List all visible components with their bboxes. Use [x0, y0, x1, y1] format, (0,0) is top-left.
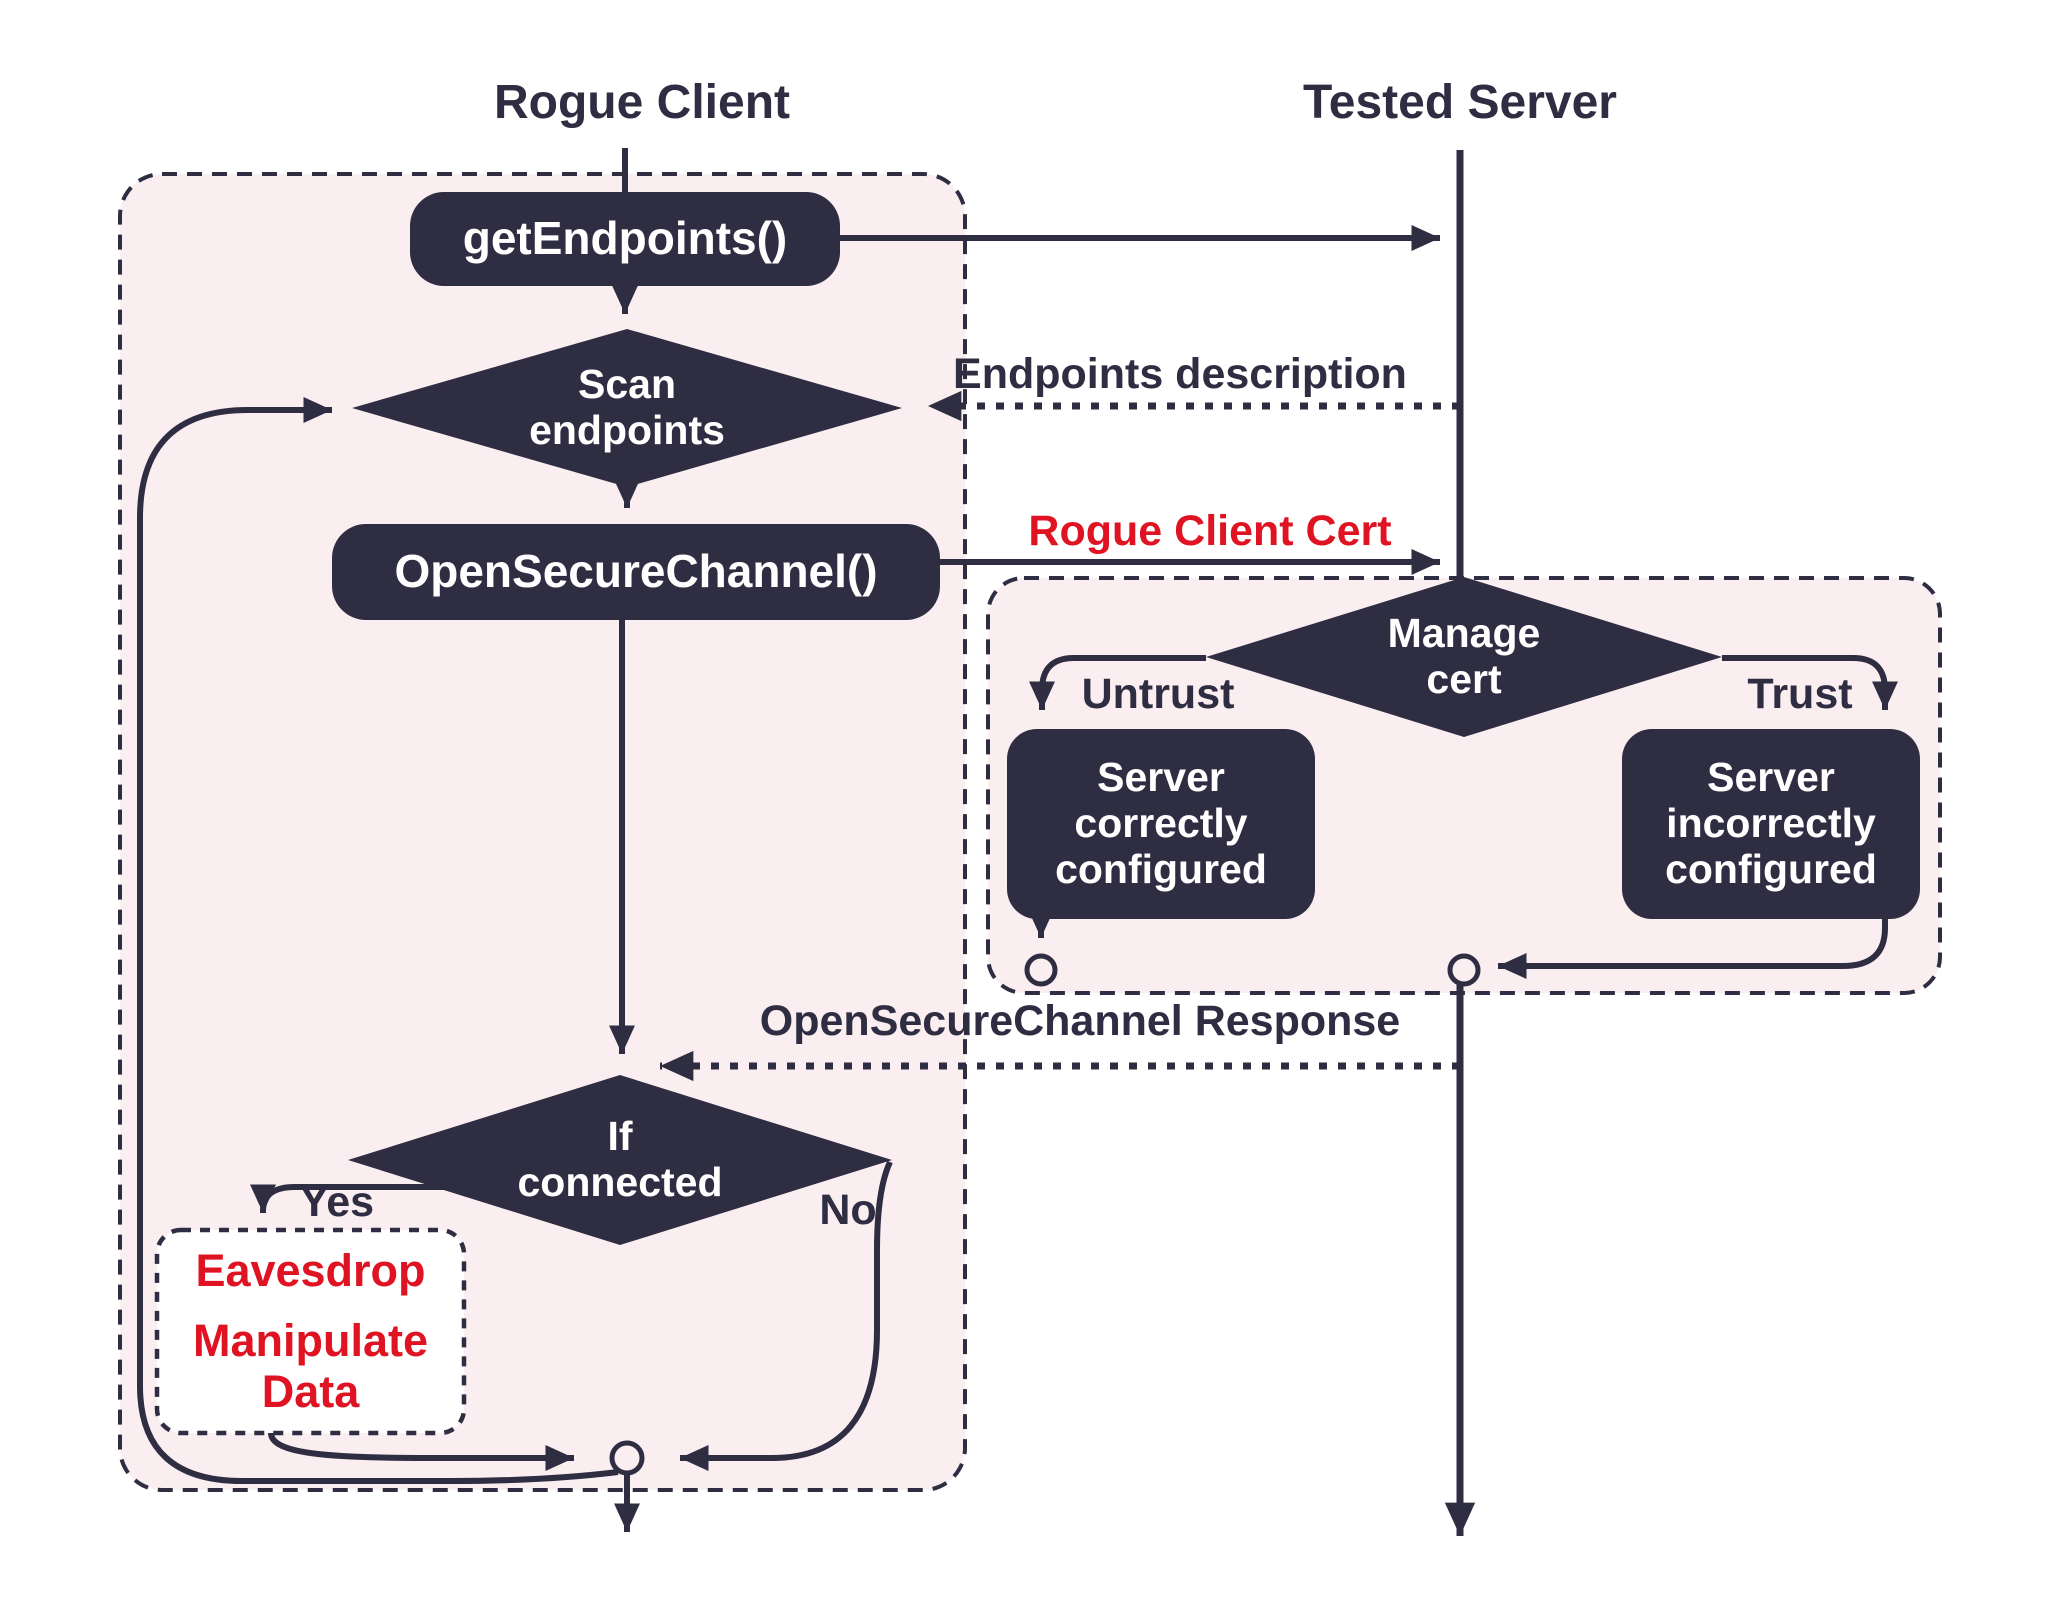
arrow-no-branch: [680, 1160, 893, 1471]
arrow-trust-branch: [1722, 655, 1898, 710]
scan-endpoints-diamond: [352, 329, 902, 487]
manipulate-data-label: Manipulate Data: [192, 1315, 429, 1417]
server-correct-node-box: [1007, 729, 1315, 919]
server-incorrect-node-box: [1622, 729, 1920, 919]
server-incorrect-label: Server incorrectly configured: [1665, 754, 1877, 892]
actor-title-rogue-client: Rogue Client: [494, 76, 790, 130]
actor-title-tested-server: Tested Server: [1303, 76, 1617, 130]
eavesdrop-node-box: [154, 1227, 467, 1436]
manage-cert-label: Manage cert: [1387, 610, 1541, 702]
endpoints-description-label: Endpoints description: [953, 349, 1407, 398]
getendpoints-label: getEndpoints(): [462, 212, 788, 265]
junction-circle-client: [609, 1440, 645, 1476]
trust-label: Trust: [1747, 669, 1853, 718]
if-connected-label: If connected: [517, 1113, 723, 1205]
arrow-loop-back-to-scan: [137, 397, 619, 1484]
getendpoints-node-box: [410, 192, 840, 286]
server-correct-label: Server correctly configured: [1055, 754, 1267, 892]
yes-label: Yes: [299, 1177, 375, 1226]
eavesdrop-node-text: Eavesdrop Manipulate Data: [157, 1230, 464, 1433]
no-label: No: [819, 1185, 877, 1234]
junction-circle-server: [1447, 953, 1481, 987]
manage-cert-diamond: [1206, 577, 1722, 737]
arrow-untrust-branch: [1029, 655, 1206, 710]
terminal-circle-correct: [1024, 953, 1058, 987]
arrow-yes-branch: [250, 1184, 445, 1213]
arrow-incorrect-to-lifeline: [1498, 919, 1888, 979]
opensecurechannel-label: OpenSecureChannel(): [394, 545, 878, 598]
rogue-client-cert-label: Rogue Client Cert: [1028, 506, 1392, 555]
untrust-label: Untrust: [1081, 669, 1235, 718]
opensecurechannel-node-box: [332, 524, 940, 620]
if-connected-diamond: [348, 1075, 892, 1245]
scan-endpoints-label: Scan endpoints: [529, 361, 725, 453]
eavesdrop-label: Eavesdrop: [195, 1244, 426, 1296]
arrow-eavesdrop-to-junction: [268, 1432, 574, 1471]
opensecurechannel-response-label: OpenSecureChannel Response: [759, 996, 1401, 1045]
